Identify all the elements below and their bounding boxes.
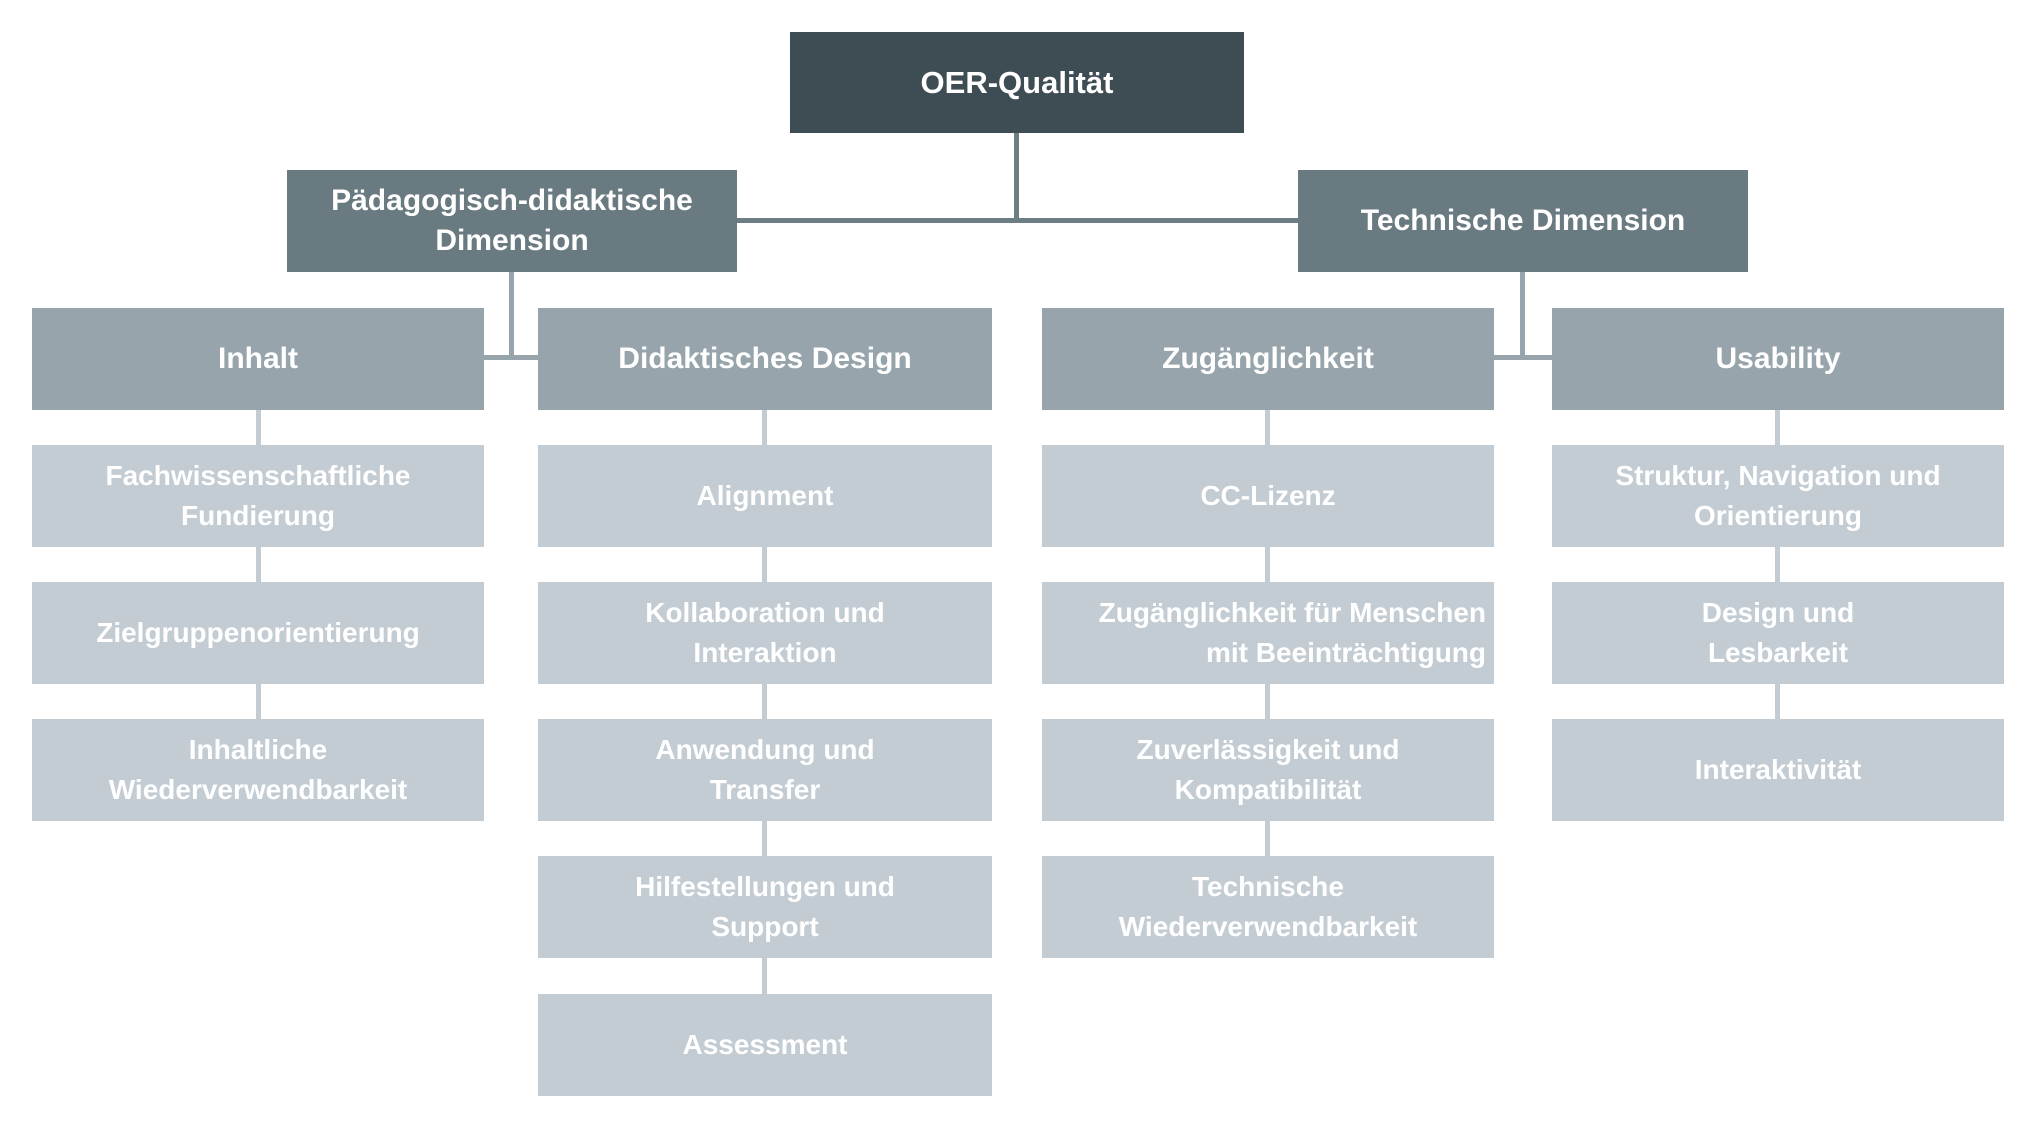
dimension-node-paedagogisch-didaktisch: Pädagogisch-didaktische Dimension — [287, 170, 737, 272]
connector-line — [1265, 684, 1270, 719]
connector-line — [256, 684, 261, 719]
item-node: Struktur, Navigation und Orientierung — [1552, 445, 2004, 547]
connector-line — [1265, 410, 1270, 445]
item-node: Technische Wiederverwendbarkeit — [1042, 856, 1494, 958]
connector-line — [1265, 547, 1270, 582]
connector-dim2-tbar — [1494, 355, 1552, 360]
column-header-zugaenglichkeit: Zugänglichkeit — [1042, 308, 1494, 410]
item-node: Assessment — [538, 994, 992, 1096]
dimension-node-technisch: Technische Dimension — [1298, 170, 1748, 272]
connector-line — [1775, 410, 1780, 445]
connector-line — [256, 547, 261, 582]
connector-root-horizontal — [737, 218, 1298, 223]
item-node: Zielgruppenorientierung — [32, 582, 484, 684]
connector-line — [1265, 821, 1270, 856]
connector-root-vertical — [1014, 133, 1019, 221]
item-node: Kollaboration und Interaktion — [538, 582, 992, 684]
connector-dim2-vertical — [1520, 272, 1525, 358]
connector-line — [762, 821, 767, 856]
connector-line — [762, 410, 767, 445]
item-node: Fachwissenschaftliche Fundierung — [32, 445, 484, 547]
connector-line — [762, 958, 767, 994]
connector-line — [1775, 684, 1780, 719]
item-node: Zugänglichkeit für Menschen mit Beeinträ… — [1042, 582, 1494, 684]
connector-line — [1775, 547, 1780, 582]
item-node: Alignment — [538, 445, 992, 547]
item-node: Interaktivität — [1552, 719, 2004, 821]
connector-line — [256, 410, 261, 445]
connector-line — [762, 684, 767, 719]
column-header-usability: Usability — [1552, 308, 2004, 410]
connector-line — [762, 547, 767, 582]
connector-dim1-tbar — [484, 355, 538, 360]
column-header-inhalt: Inhalt — [32, 308, 484, 410]
item-node: CC-Lizenz — [1042, 445, 1494, 547]
root-node-oer-qualitaet: OER-Qualität — [790, 32, 1244, 133]
item-node: Anwendung und Transfer — [538, 719, 992, 821]
item-node: Design und Lesbarkeit — [1552, 582, 2004, 684]
connector-dim1-vertical — [509, 272, 514, 358]
item-node: Inhaltliche Wiederverwendbarkeit — [32, 719, 484, 821]
column-header-didaktisches-design: Didaktisches Design — [538, 308, 992, 410]
item-node: Hilfestellungen und Support — [538, 856, 992, 958]
item-node: Zuverlässigkeit und Kompatibilität — [1042, 719, 1494, 821]
